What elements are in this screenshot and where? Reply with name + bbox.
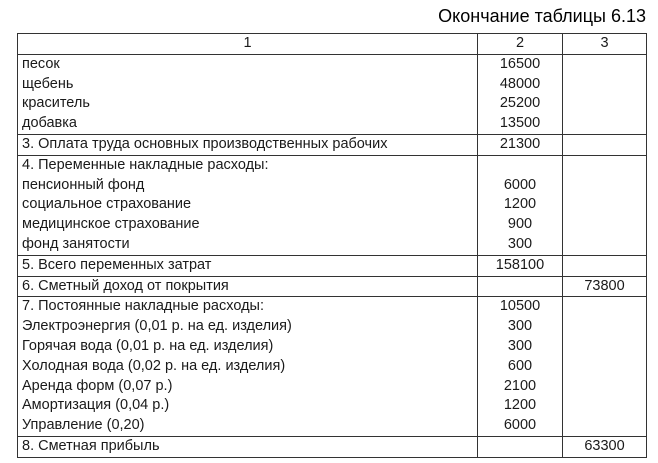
item-label: медицинское страхование	[22, 216, 200, 233]
cell-c2: 158100	[477, 254, 563, 277]
table-row: 4. Переменные накладные расходы: пенсионн…	[17, 154, 647, 256]
item-value: 2100	[503, 377, 537, 394]
item-label: краситель	[22, 95, 90, 112]
table-row: 6. Сметный доход от покрытия 73800	[17, 275, 647, 298]
item-label: Электроэнергия (0,01 р. на ед. изделия)	[22, 318, 292, 335]
item-value: 300	[507, 337, 533, 354]
item-value: 10500	[499, 298, 541, 315]
budget-table: 1 2 3 песок щебень краситель добавка 16500 48…	[17, 33, 647, 458]
cell-c3	[562, 53, 647, 135]
item-label: фонд занятости	[22, 235, 130, 252]
cell-c3	[562, 254, 647, 277]
item-value: 300	[507, 235, 533, 252]
item-value: 1200	[503, 196, 537, 213]
item-label: Горячая вода (0,01 р. на ед. изделия)	[22, 337, 274, 354]
cell-c1: песок щебень краситель добавка	[17, 53, 478, 135]
item-value: 1200	[503, 397, 537, 414]
item-value: 158100	[495, 256, 545, 273]
item-value	[482, 156, 558, 176]
item-label: щебень	[22, 75, 74, 92]
table-row: 7. Постоянные накладные расходы: Электроэ…	[17, 296, 647, 437]
header-col-1: 1	[17, 33, 478, 55]
table-row: 5. Всего переменных затрат 158100	[17, 254, 647, 277]
cell-c1: 6. Сметный доход от покрытия	[17, 275, 478, 298]
cell-c3: 63300	[562, 435, 647, 458]
item-value: 300	[507, 318, 533, 335]
item-label: песок	[22, 55, 60, 72]
item-value: 25200	[499, 95, 541, 112]
cell-c2: 10500 300 300 600 2100 1200 6000	[477, 296, 563, 437]
header-col-2: 2	[477, 33, 563, 55]
item-label: Управление (0,20)	[22, 417, 145, 434]
item-label: 8. Сметная прибыль	[22, 437, 160, 454]
cell-c2: 16500 48000 25200 13500	[477, 53, 563, 135]
table-caption: Окончание таблицы 6.13	[438, 6, 646, 26]
item-value: 13500	[499, 115, 541, 132]
header-col-3: 3	[562, 33, 647, 55]
item-value: 6000	[503, 417, 537, 434]
cell-c3: 73800	[562, 275, 647, 298]
item-label: 7. Постоянные накладные расходы:	[22, 298, 264, 315]
item-label: Холодная вода (0,02 р. на ед. изделия)	[22, 357, 286, 374]
item-value: 48000	[499, 75, 541, 92]
item-label: добавка	[22, 115, 77, 132]
cell-c2: 6000 1200 900 300	[477, 154, 563, 256]
item-label: 4. Переменные накладные расходы:	[22, 156, 269, 173]
cell-c1: 8. Сметная прибыль	[17, 435, 478, 458]
item-value: 900	[507, 216, 533, 233]
cell-c1: 7. Постоянные накладные расходы: Электроэ…	[17, 296, 478, 437]
item-label: 3. Оплата труда основных производственны…	[22, 135, 388, 152]
item-label: Аренда форм (0,07 р.)	[22, 377, 173, 394]
item-label: 6. Сметный доход от покрытия	[22, 277, 229, 294]
item-label: 5. Всего переменных затрат	[22, 256, 212, 273]
item-value: 73800	[584, 277, 625, 294]
cell-c1: 4. Переменные накладные расходы: пенсионн…	[17, 154, 478, 256]
cell-c3	[562, 154, 647, 256]
cell-c3	[562, 133, 647, 156]
item-value: 63300	[584, 437, 625, 454]
table-header-row: 1 2 3	[17, 33, 647, 55]
cell-c2	[477, 275, 563, 298]
item-value: 21300	[499, 135, 541, 152]
item-value: 600	[507, 357, 533, 374]
table-row: 3. Оплата труда основных производственны…	[17, 133, 647, 156]
item-label: социальное страхование	[22, 196, 192, 213]
item-value: 16500	[499, 55, 541, 72]
item-label: пенсионный фонд	[22, 176, 145, 193]
item-value: 6000	[503, 176, 537, 193]
table-row: песок щебень краситель добавка 16500 48000 252…	[17, 53, 647, 135]
cell-c2: 21300	[477, 133, 563, 156]
cell-c1: 5. Всего переменных затрат	[17, 254, 478, 277]
cell-c2	[477, 435, 563, 458]
cell-c1: 3. Оплата труда основных производственны…	[17, 133, 478, 156]
table-row: 8. Сметная прибыль 63300	[17, 435, 647, 458]
item-label: Амортизация (0,04 р.)	[22, 397, 170, 414]
cell-c3	[562, 296, 647, 437]
